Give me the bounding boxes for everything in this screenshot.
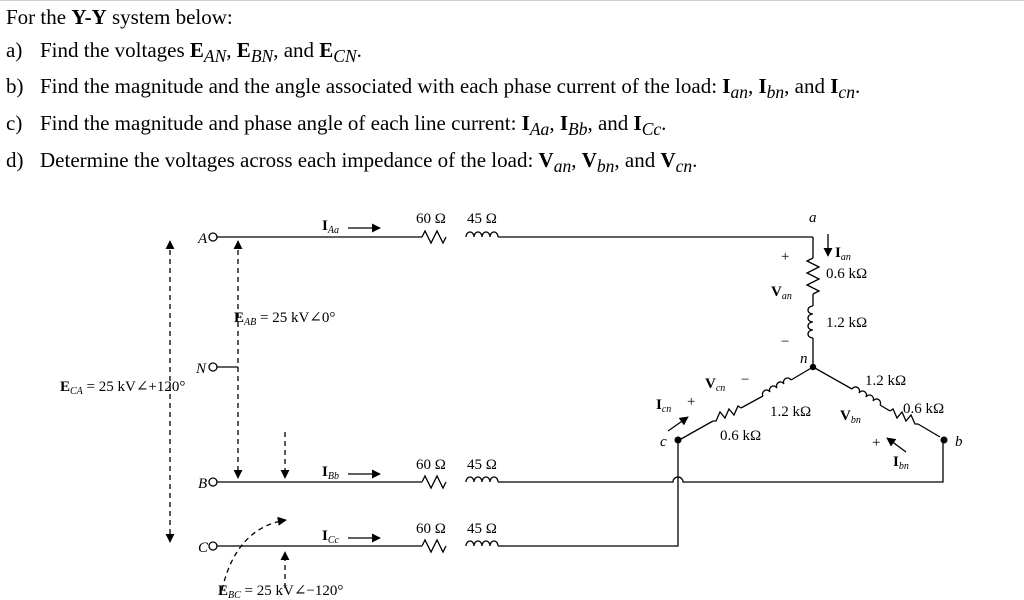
vcn-label: Vcn	[705, 376, 725, 394]
iaa-label: IAa	[322, 218, 339, 236]
icc-label: ICc	[322, 528, 340, 546]
terminal-A	[208, 232, 218, 242]
load-b-wire-3	[917, 423, 941, 438]
label-C: C	[198, 540, 209, 556]
terminal-C	[208, 541, 218, 551]
load-c-reactance: 1.2 kΩ	[770, 404, 811, 420]
question-d: d)Determine the voltages across each imp…	[6, 148, 698, 177]
terminal-B	[208, 477, 218, 487]
ebc-arrow-curve	[221, 516, 287, 591]
load-a-resistor	[805, 257, 821, 295]
load-b-wire-1	[812, 366, 853, 390]
load-b-resistance: 0.6 kΩ	[903, 401, 944, 417]
line-b-inductor	[465, 476, 499, 483]
icn-arrow	[667, 416, 689, 432]
question-a: a)Find the voltages EAN, EBN, and ECN.	[6, 38, 362, 67]
load-c-inductor	[761, 377, 792, 397]
label-B: B	[198, 476, 207, 492]
vbn-plus: +	[872, 435, 880, 451]
line-c-wire-right	[498, 440, 679, 547]
label-A: A	[197, 231, 208, 247]
terminal-N	[208, 362, 218, 372]
eab-label: EAB = 25 kV∠0°	[234, 310, 335, 328]
line-a-reactance: 45 Ω	[467, 211, 497, 227]
van-plus: +	[781, 249, 789, 265]
load-b-wire-2	[879, 404, 891, 412]
line-b-resistor	[421, 474, 447, 490]
load-a-inductor	[807, 305, 814, 339]
line-a-resistance: 60 Ω	[416, 211, 446, 227]
ibb-label: IBb	[322, 464, 339, 482]
line-c-inductor	[465, 540, 499, 547]
line-b-wire-right	[498, 440, 944, 483]
load-a-resistance: 0.6 kΩ	[826, 266, 867, 282]
van-label: Van	[771, 284, 792, 302]
line-a-resistor	[421, 229, 447, 245]
label-N: N	[195, 361, 207, 377]
load-c-wire-1	[790, 366, 814, 381]
label-b: b	[955, 434, 963, 450]
ibn-arrow	[886, 437, 907, 453]
vcn-minus: −	[741, 372, 749, 388]
load-c-resistor	[713, 405, 742, 422]
line-c-resistance: 60 Ω	[416, 521, 446, 537]
line-a-inductor	[465, 231, 499, 238]
top-border	[0, 0, 1024, 1]
problem-intro: For the Y-Y system below:	[6, 5, 233, 29]
load-c-wire-3	[680, 420, 714, 440]
load-c-resistance: 0.6 kΩ	[720, 428, 761, 444]
load-b-resistor	[889, 408, 918, 425]
van-minus: −	[781, 334, 789, 350]
vcn-plus: +	[687, 394, 695, 410]
load-a-reactance: 1.2 kΩ	[826, 315, 867, 331]
line-b-resistance: 60 Ω	[416, 457, 446, 473]
vbn-label: Vbn	[840, 408, 861, 426]
terminal-c	[674, 436, 682, 444]
line-b-reactance: 45 Ω	[467, 457, 497, 473]
eca-label: ECA = 25 kV∠+120°	[60, 379, 185, 397]
ibn-label: Ibn	[893, 454, 909, 472]
terminal-b	[940, 436, 948, 444]
ian-label: Ian	[835, 245, 851, 263]
load-b-inductor	[851, 386, 882, 406]
node-n	[809, 363, 817, 371]
question-c: c)Find the magnitude and phase angle of …	[6, 111, 667, 140]
ebc-label: EBC = 25 kV∠−120°	[218, 583, 343, 600]
question-b: b)Find the magnitude and the angle assoc…	[6, 74, 861, 103]
line-c-resistor	[421, 538, 447, 554]
label-n: n	[800, 351, 808, 367]
line-c-reactance: 45 Ω	[467, 521, 497, 537]
load-c-wire-2	[740, 395, 764, 409]
label-c: c	[660, 434, 667, 450]
icn-label: Icn	[656, 397, 671, 415]
label-a: a	[809, 210, 817, 226]
load-b-reactance: 1.2 kΩ	[865, 373, 906, 389]
